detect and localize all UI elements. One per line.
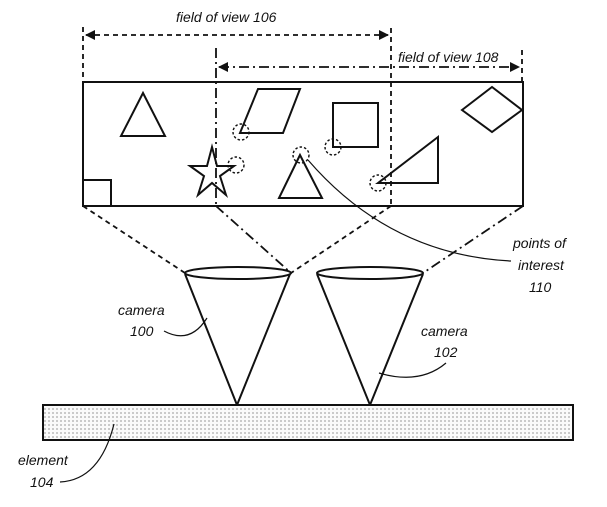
parallelogram <box>238 88 302 134</box>
poi-label-line1: points of <box>512 235 568 251</box>
fov-108-label: field of view 108 <box>398 49 499 65</box>
point-of-interest <box>292 146 310 164</box>
camera-102-fov-line-left <box>215 205 292 274</box>
small-square <box>83 179 112 206</box>
element-leader <box>59 423 115 483</box>
square <box>332 102 379 148</box>
triangle-center <box>277 152 324 199</box>
diamond <box>460 85 524 134</box>
poi-label-line3: 110 <box>529 279 552 295</box>
point-of-interest <box>227 156 245 174</box>
camera-100-cone <box>184 273 291 408</box>
camera-100-lens <box>184 266 292 280</box>
fov-106-label: field of view 106 <box>176 9 277 25</box>
camera-100-label-line1: camera <box>118 302 165 318</box>
triangle-left <box>119 90 167 137</box>
poi-label-line2: interest <box>518 257 565 273</box>
element-label-line2: 104 <box>30 474 54 490</box>
element-104-bar <box>42 404 574 441</box>
camera-100-leader <box>163 317 208 337</box>
camera-102-label-line2: 102 <box>434 344 458 360</box>
camera-100-fov-line-right <box>290 205 392 274</box>
scene-rectangle <box>82 81 524 207</box>
camera-102-leader <box>378 362 447 378</box>
point-of-interest <box>324 138 342 156</box>
right-triangle <box>375 134 439 184</box>
star <box>186 143 238 199</box>
camera-102-cone <box>316 273 424 408</box>
point-of-interest <box>369 174 387 192</box>
camera-102-label-line1: camera <box>421 323 468 339</box>
camera-102-lens <box>316 266 424 280</box>
camera-100 <box>184 266 292 408</box>
point-of-interest <box>232 123 250 141</box>
camera-100-fov-line-left <box>82 205 186 274</box>
poi-leader-line <box>307 159 512 262</box>
camera-102 <box>316 266 424 408</box>
camera-102-fov-line-right <box>422 205 524 274</box>
element-label-line1: element <box>18 452 69 468</box>
camera-100-label-line2: 100 <box>130 323 154 339</box>
